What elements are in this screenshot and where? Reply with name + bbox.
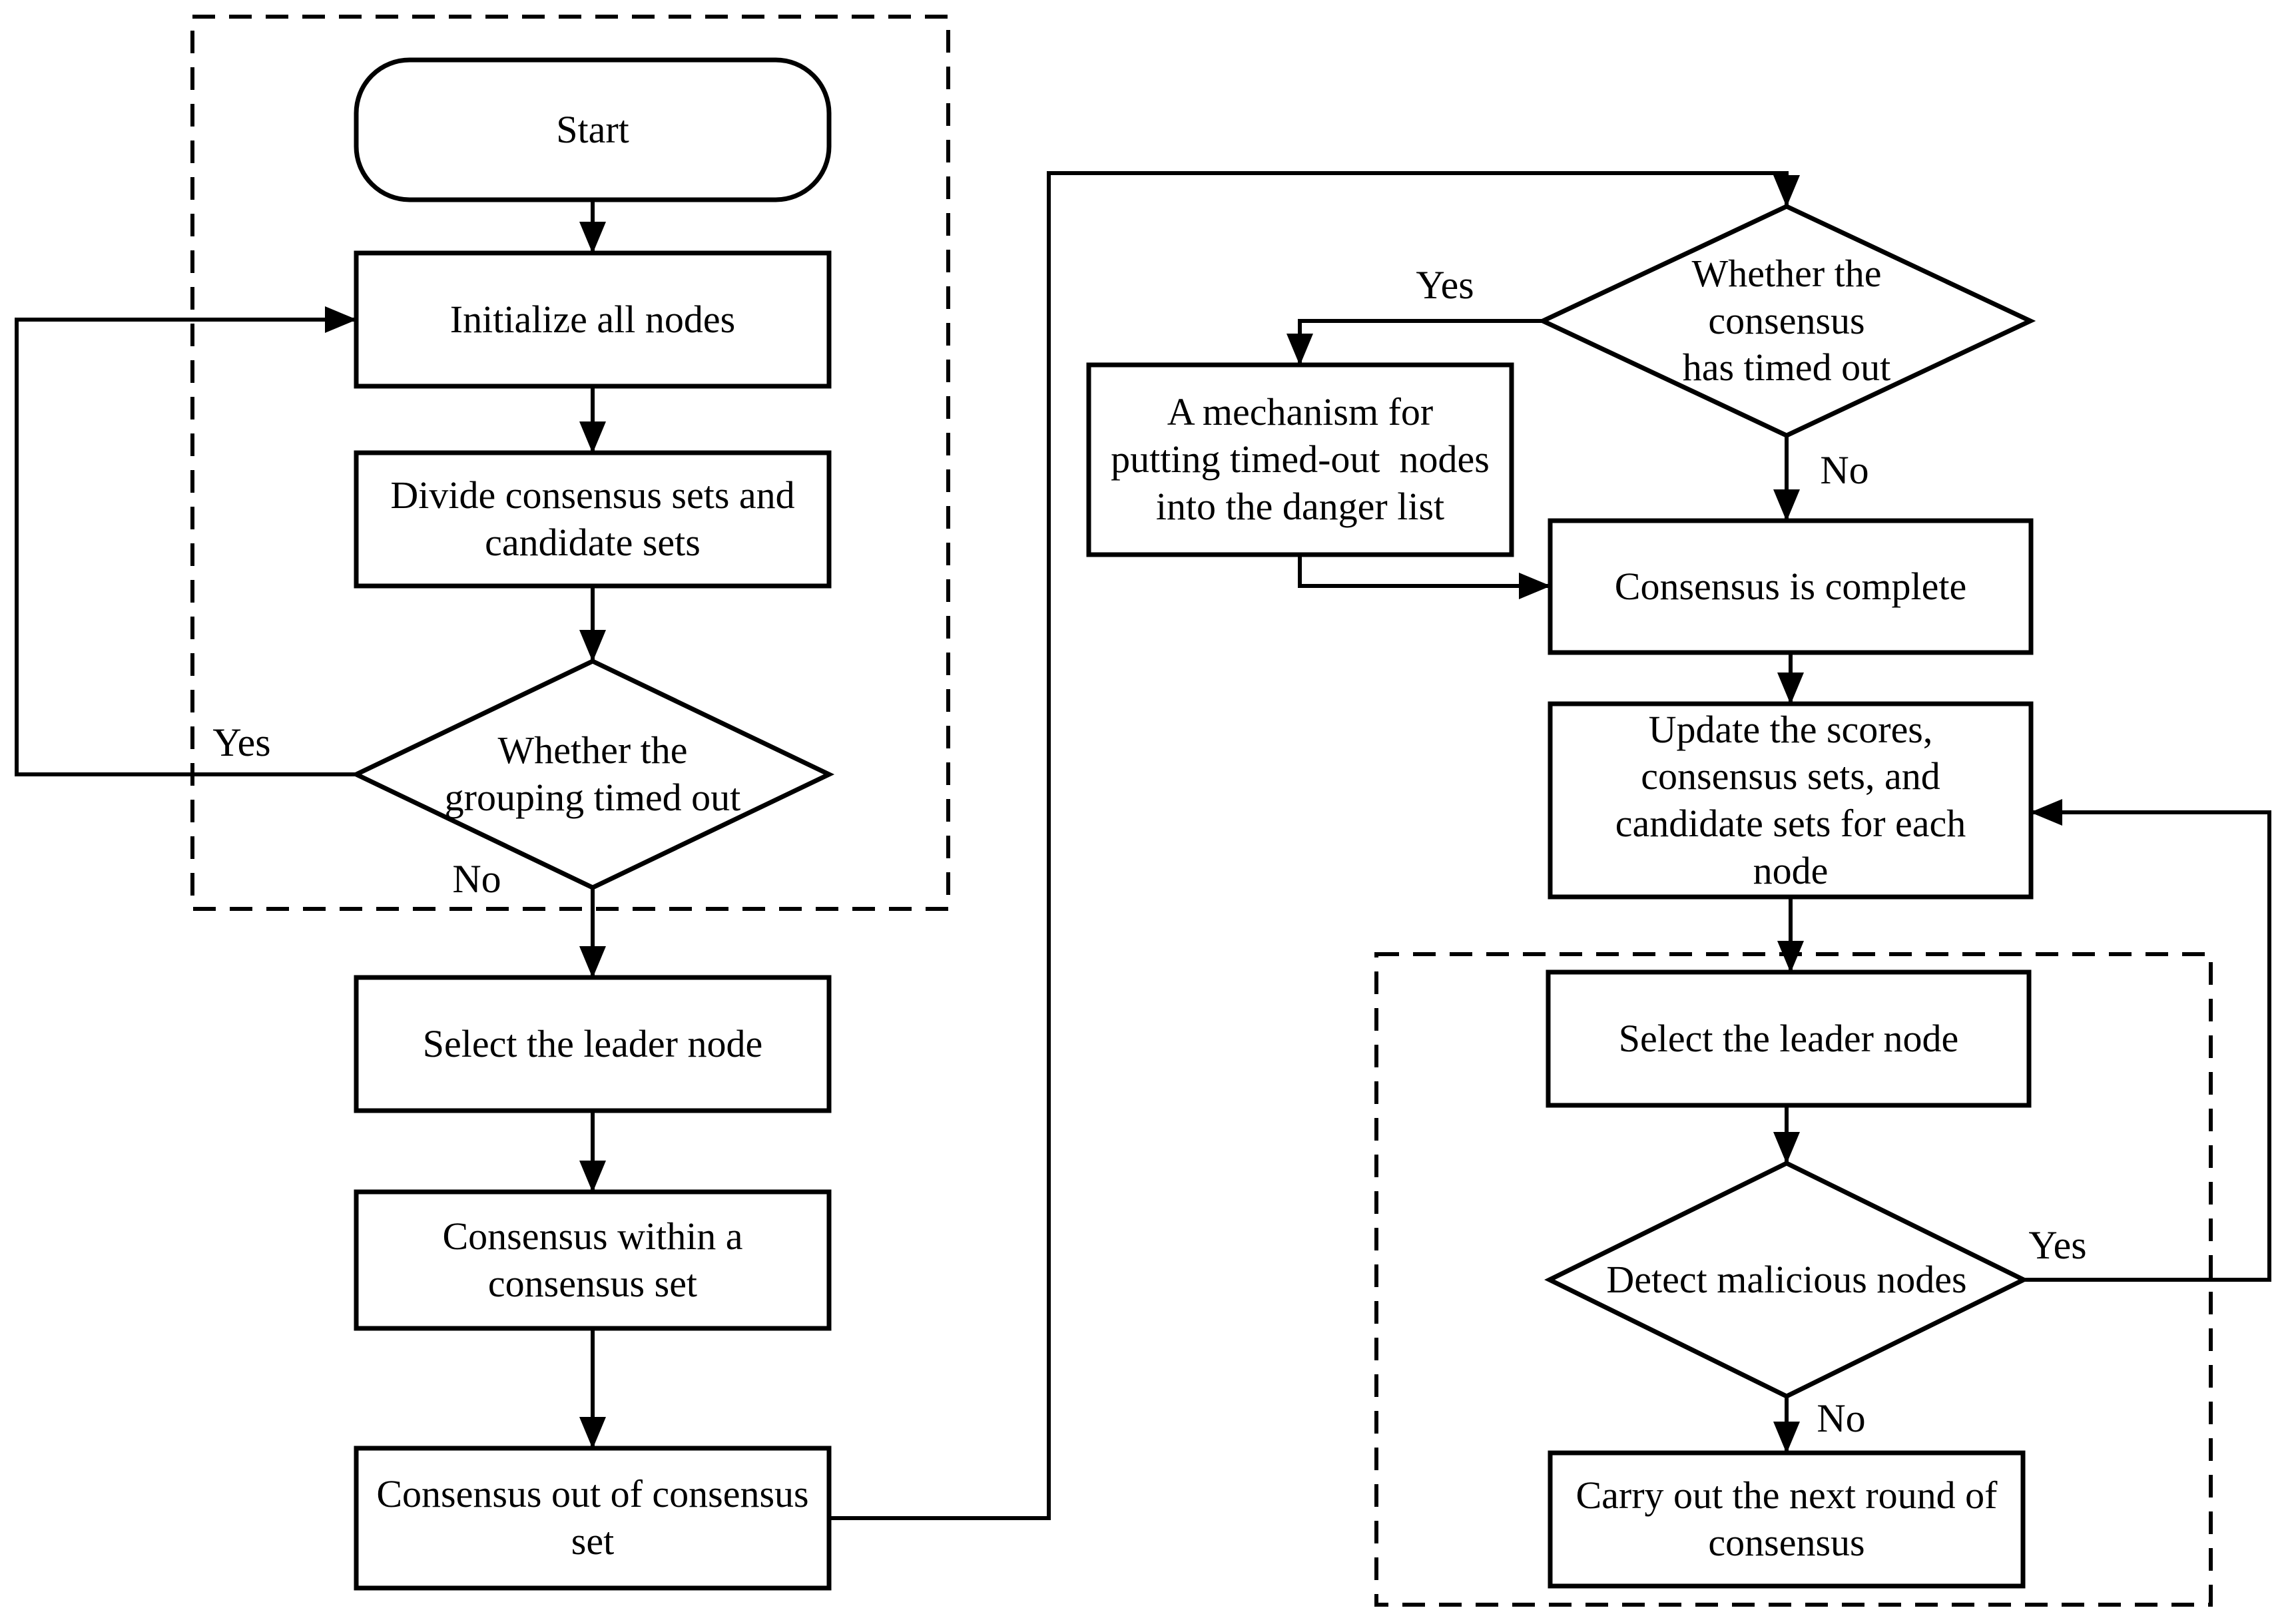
node-shape-start (354, 57, 832, 202)
edge-detect-yes-loop (2024, 799, 2271, 1282)
edge-danger-to-complete (1298, 555, 1551, 599)
node-shape-update-scores (1548, 701, 2034, 900)
edge-out-to-consensus-timeout (829, 171, 1800, 1520)
node-shape-select-leader-1 (354, 975, 832, 1113)
edge-grouping-yes-loop (15, 306, 357, 776)
edge-consensus-timeout-yes (1287, 319, 1543, 366)
node-shape-divide-sets (354, 450, 832, 589)
node-shape-consensus-timeout (1537, 204, 2036, 438)
grouping-phase-box (190, 15, 950, 911)
node-shape-select-leader-2 (1546, 969, 2032, 1108)
node-shape-initialize (354, 250, 832, 389)
node-shape-consensus-within (354, 1189, 832, 1331)
node-shape-next-round (1548, 1450, 2026, 1589)
node-shape-consensus-complete (1548, 518, 2034, 655)
node-shape-consensus-out (354, 1446, 832, 1591)
node-shape-grouping-timeout (350, 659, 835, 890)
node-shape-danger-list (1086, 362, 1514, 557)
node-shape-detect-malicious (1544, 1161, 2029, 1399)
